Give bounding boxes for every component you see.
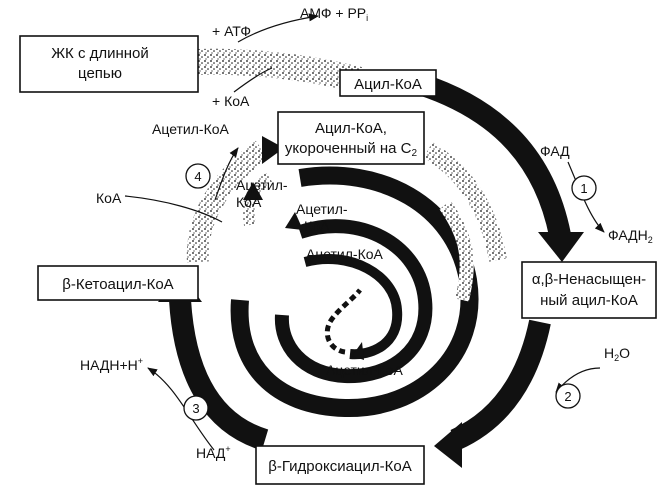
shortened-acyl-coa-box: Ацил-КоА, укороченный на С2 [277, 111, 425, 165]
step-3-marker: 3 [183, 395, 209, 421]
unsaturated-acyl-coa-box: α,β-Ненасыщен- ный ацил-КоА [521, 261, 657, 319]
inner-turn-2 [274, 219, 433, 384]
shortened-label-2: укороченный на С2 [285, 140, 418, 159]
fad-label: ФАД [540, 143, 570, 159]
fadh2-label: ФАДН2 [608, 227, 653, 245]
fatty-acid-label-1: ЖК с длинной [51, 45, 149, 62]
nad-arrow [147, 367, 215, 451]
inner-spiral [230, 166, 479, 418]
step-1-marker: 1 [571, 175, 597, 201]
step-1-number: 1 [580, 181, 587, 196]
step-2-number: 2 [564, 389, 571, 404]
fatty-acid-box: ЖК с длинной цепью [19, 35, 199, 93]
coa-in-arrow [233, 67, 273, 93]
acetyl-inner-2a: Ацетил- [296, 201, 348, 217]
atp-label: + АТФ [212, 23, 251, 39]
acetyl-inner-1a: Ацетил- [236, 177, 288, 193]
acetyl-inner-1b: КоА [236, 194, 262, 210]
coa-acetyl-arrow [124, 195, 223, 223]
acyl-coa-box: Ацил-КоА [339, 69, 437, 97]
arrowhead-step-2 [434, 422, 462, 468]
inner-arrowhead-up-2 [285, 212, 303, 230]
acetyl-coa-out-arrow [214, 147, 239, 201]
arc-step-2 [450, 319, 551, 451]
arc-step-4-stipple [186, 140, 269, 263]
arc-step-1 [416, 73, 571, 238]
inner-turn-3 [303, 253, 403, 360]
step-3-number: 3 [192, 401, 199, 416]
step-2-marker: 2 [555, 383, 581, 409]
ketoacyl-coa-box: β-Кетоацил-КоА [37, 265, 199, 301]
acyl-coa-label: Ацил-КоА [354, 76, 422, 93]
nad-label: НАД+ [196, 444, 231, 461]
acetyl-inner-4: Ацетил-КоА [326, 362, 404, 378]
shortened-label-1: Ацил-КоА, [315, 120, 387, 137]
outer-spiral [158, 48, 584, 468]
inner-turn-4-dashed [324, 288, 362, 355]
step-4-number: 4 [194, 169, 201, 184]
arrowhead-step-4 [262, 136, 284, 164]
arrowhead-step-1 [538, 232, 584, 262]
inner-arrowhead [352, 342, 364, 360]
coa-plus-label: + КоА [212, 93, 250, 109]
water-label: H2O [604, 345, 630, 363]
step-4-marker: 4 [185, 163, 211, 189]
hydroxyacyl-coa-box: β-Гидроксиацил-КоА [255, 445, 425, 485]
inner-turn-1 [230, 166, 479, 418]
inner-turn-1-stipple [439, 200, 474, 302]
hydroxyacyl-label: β-Гидроксиацил-КоА [268, 458, 411, 475]
ketoacyl-label: β-Кетоацил-КоА [62, 276, 173, 293]
coa-in-label: КоА [96, 190, 122, 206]
amp-pp-label: АМФ + PPi [300, 5, 368, 23]
inner-arrowhead-up-1 [243, 182, 263, 200]
unsaturated-label-2: ный ацил-КоА [540, 292, 638, 309]
arc-step-1-stipple [423, 142, 507, 262]
nadh-label: НАДН+Н+ [80, 356, 143, 373]
arc-step-3 [169, 299, 269, 451]
fatty-acid-label-2: цепью [78, 65, 122, 82]
acetyl-inner-2b: КоА [304, 218, 330, 234]
acetyl-inner-3: Ацетил-КоА [306, 246, 384, 262]
fad-arrow [567, 161, 605, 233]
acetyl-coa-top-label: Ацетил-КоА [152, 121, 230, 137]
atp-amp-arrow [237, 13, 319, 43]
activation-band [197, 48, 364, 93]
unsaturated-label-1: α,β-Ненасыщен- [532, 271, 646, 288]
